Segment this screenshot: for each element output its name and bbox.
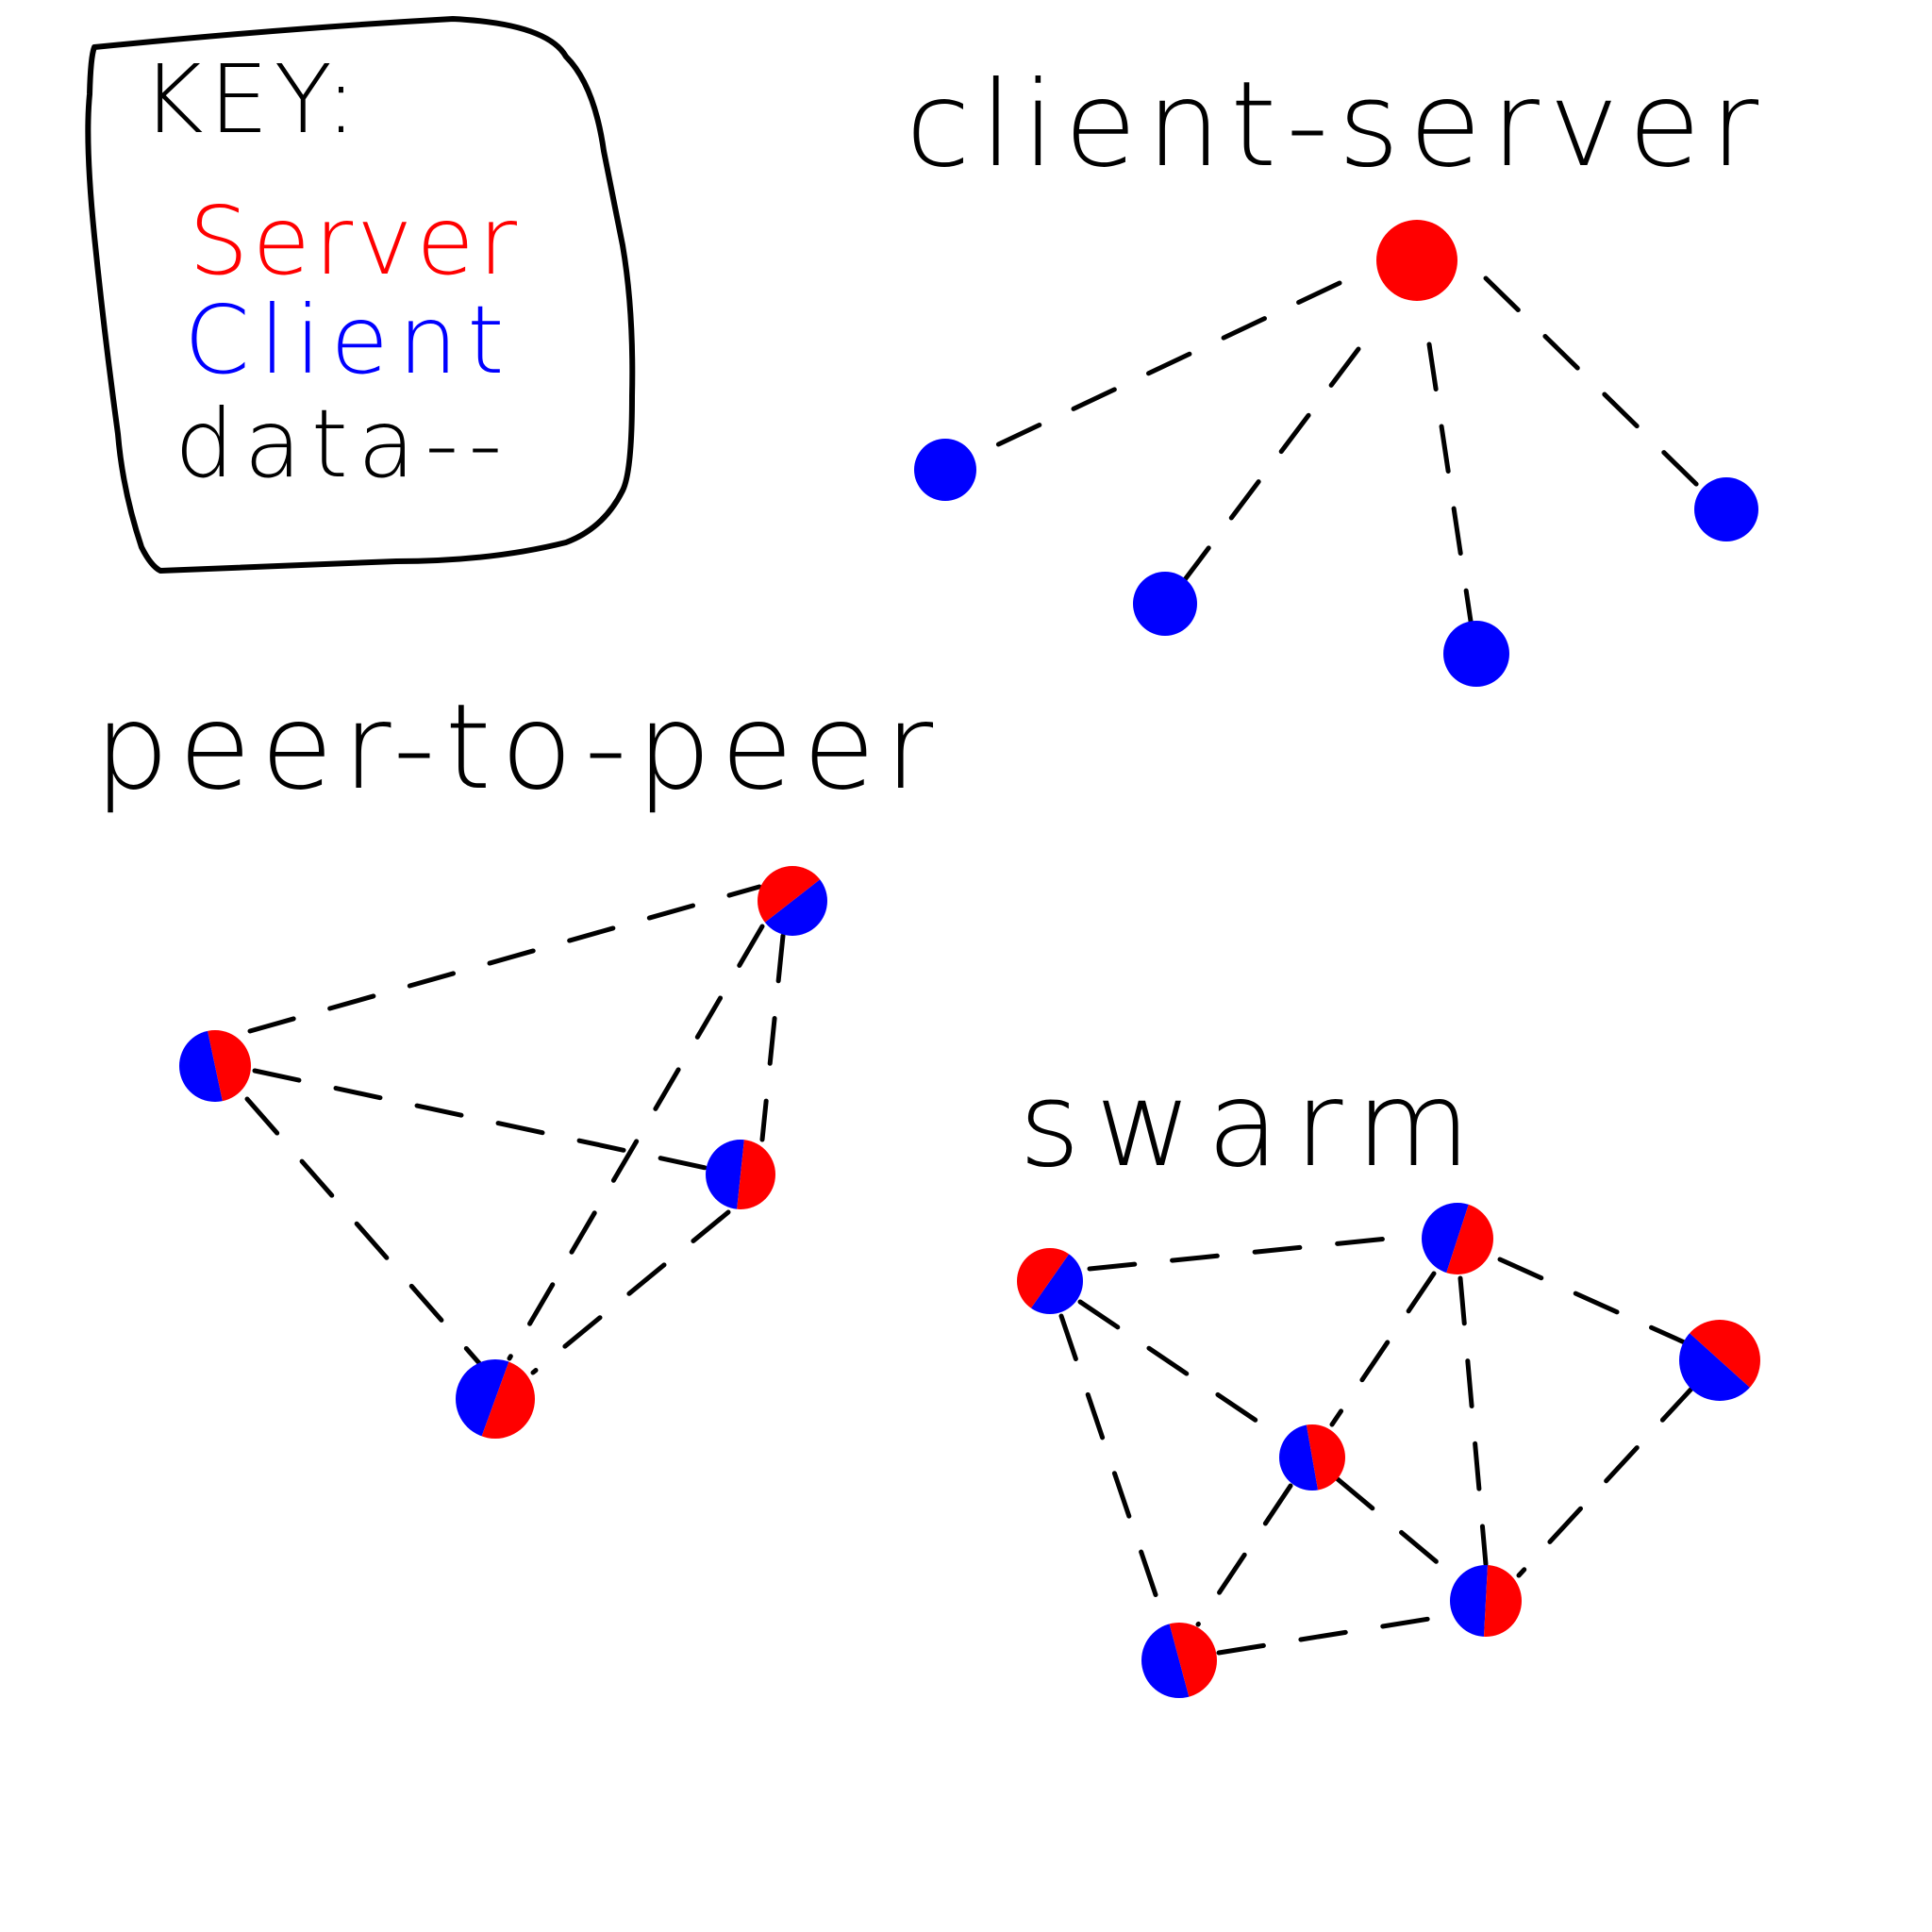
data-link: [1058, 1313, 1168, 1625]
data-link: [1516, 1384, 1696, 1578]
data-link: [952, 280, 1342, 468]
data-link: [1216, 1612, 1456, 1656]
data-link: [1483, 275, 1701, 489]
data-link: [1497, 1257, 1691, 1347]
key-item-data-label: data--: [175, 389, 511, 499]
data-link: [1426, 341, 1474, 630]
key-legend: KEY: Server Client data--: [85, 16, 636, 574]
peer-node: [1017, 1248, 1083, 1314]
data-link: [244, 1096, 482, 1366]
peer-node: [758, 866, 827, 936]
peer-node: [1422, 1203, 1493, 1274]
swarm-diagram: swarm: [1017, 1057, 1760, 1698]
client-node: [914, 439, 976, 501]
swarm-data-links: [1058, 1233, 1696, 1656]
swarm-title: swarm: [1019, 1057, 1486, 1193]
data-link: [1077, 1299, 1286, 1441]
client-server-diagram: client-server: [906, 57, 1768, 687]
key-item-client-label: Client: [184, 285, 514, 395]
client-server-data-links: [952, 275, 1701, 630]
server-node: [1376, 220, 1457, 301]
client-node: [1694, 477, 1758, 541]
key-border: [85, 16, 636, 574]
peer-to-peer-diagram: peer-to-peer: [94, 679, 942, 1439]
peer-node: [179, 1030, 251, 1102]
data-link: [1195, 1483, 1293, 1627]
client-server-title: client-server: [906, 57, 1768, 193]
peer-to-peer-data-links: [244, 884, 786, 1375]
peer-to-peer-title: peer-to-peer: [94, 679, 942, 816]
data-link: [1457, 1275, 1489, 1567]
data-link: [1087, 1233, 1418, 1272]
data-link: [759, 933, 786, 1142]
data-link: [1169, 346, 1361, 600]
peer-node: [1279, 1424, 1345, 1491]
data-link: [507, 924, 765, 1361]
key-title: KEY:: [142, 44, 362, 155]
client-node: [1443, 621, 1509, 687]
peer-node: [456, 1359, 535, 1439]
data-link: [1329, 1271, 1437, 1427]
key-item-server-label: Server: [189, 186, 521, 296]
peer-node: [1450, 1565, 1522, 1637]
peer-node: [1679, 1320, 1760, 1401]
peer-node: [706, 1140, 775, 1209]
data-link: [247, 884, 762, 1034]
data-link: [530, 1209, 731, 1375]
data-link: [252, 1068, 708, 1171]
client-node: [1133, 572, 1197, 636]
data-link: [1335, 1476, 1467, 1588]
peer-node: [1141, 1623, 1217, 1698]
